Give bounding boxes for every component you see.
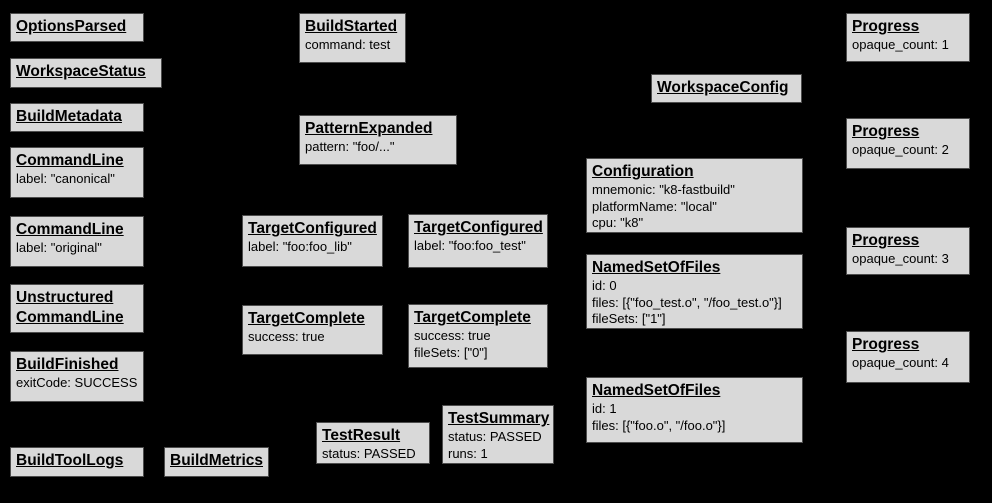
box-title: Progress (852, 18, 920, 35)
box-title: Progress (852, 232, 920, 249)
event-box-build-metadata: BuildMetadata (10, 103, 144, 132)
box-field: mnemonic: "k8-fastbuild" (592, 182, 735, 197)
event-box-options-parsed: OptionsParsed (10, 13, 144, 42)
box-title: Configuration (592, 163, 694, 180)
box-title: WorkspaceConfig (657, 79, 789, 96)
box-field: files: [{"foo.o", "/foo.o"}] (592, 417, 726, 433)
box-title: BuildStarted (305, 18, 398, 35)
event-box-target-configured-test: TargetConfigured label: "foo:foo_test" (408, 214, 548, 268)
event-box-build-started: BuildStarted command: test (299, 13, 406, 63)
box-title: BuildFinished (16, 356, 119, 373)
box-title: NamedSetOfFiles (592, 259, 721, 276)
box-field: runs: 1 (448, 445, 488, 461)
box-field: label: "foo:foo_lib" (248, 239, 352, 254)
box-title: Progress (852, 336, 920, 353)
box-title: Progress (852, 123, 920, 140)
box-title: WorkspaceStatus (16, 63, 146, 80)
event-box-build-finished: BuildFinished exitCode: SUCCESS (10, 351, 144, 402)
box-field: label: "original" (16, 240, 102, 255)
box-title: CommandLine (16, 221, 124, 238)
box-field: success: true (414, 328, 491, 343)
box-field: id: 1 (592, 401, 617, 416)
event-box-pattern-expanded: PatternExpanded pattern: "foo/..." (299, 115, 457, 165)
event-box-command-line-original: CommandLine label: "original" (10, 216, 144, 267)
box-title: BuildMetadata (16, 108, 122, 125)
box-field: status: PASSED (322, 446, 416, 461)
box-field: opaque_count: 3 (852, 251, 949, 266)
box-field: exitCode: SUCCESS (16, 375, 138, 390)
event-box-build-metrics: BuildMetrics (164, 447, 269, 477)
box-title: TargetComplete (248, 310, 365, 327)
box-title: OptionsParsed (16, 18, 127, 35)
box-title: TargetConfigured (248, 220, 377, 237)
event-box-target-complete-test: TargetComplete success: true fileSets: [… (408, 304, 548, 368)
box-title: TargetConfigured (414, 219, 543, 236)
box-field: command: test (305, 37, 391, 52)
event-box-named-set-of-files-0: NamedSetOfFiles id: 0 files: [{"foo_test… (586, 254, 803, 329)
event-box-configuration: Configuration mnemonic: "k8-fastbuild" p… (586, 158, 803, 233)
event-box-test-summary: TestSummary status: PASSED runs: 1 (442, 405, 554, 464)
box-title: Unstructured CommandLine (16, 289, 124, 326)
box-field: fileSets: ["1"] (592, 311, 666, 326)
box-field: cpu: "k8" (592, 215, 644, 230)
box-title: TargetComplete (414, 309, 531, 326)
box-title: CommandLine (16, 152, 124, 169)
box-field: platformName: "local" (592, 198, 717, 214)
box-field: opaque_count: 2 (852, 142, 949, 157)
box-title: NamedSetOfFiles (592, 382, 721, 399)
box-field: status: PASSED (448, 429, 542, 444)
box-field: pattern: "foo/..." (305, 139, 395, 154)
box-field: opaque_count: 4 (852, 355, 949, 370)
event-box-unstructured-command-line: Unstructured CommandLine (10, 284, 144, 333)
box-title: BuildMetrics (170, 452, 264, 469)
event-box-progress-4: Progress opaque_count: 4 (846, 331, 970, 383)
event-box-target-configured-lib: TargetConfigured label: "foo:foo_lib" (242, 215, 383, 267)
event-box-build-tool-logs: BuildToolLogs (10, 447, 144, 477)
box-field: files: [{"foo_test.o", "/foo_test.o"}] (592, 294, 782, 310)
event-box-progress-3: Progress opaque_count: 3 (846, 227, 970, 275)
event-box-workspace-config: WorkspaceConfig (651, 74, 802, 103)
box-field: fileSets: ["0"] (414, 344, 488, 360)
box-field: label: "foo:foo_test" (414, 238, 526, 253)
event-box-command-line-canonical: CommandLine label: "canonical" (10, 147, 144, 198)
event-box-workspace-status: WorkspaceStatus (10, 58, 162, 88)
box-field: success: true (248, 329, 325, 344)
event-box-named-set-of-files-1: NamedSetOfFiles id: 1 files: [{"foo.o", … (586, 377, 803, 443)
event-box-target-complete-lib: TargetComplete success: true (242, 305, 383, 355)
event-box-progress-1: Progress opaque_count: 1 (846, 13, 970, 62)
box-field: opaque_count: 1 (852, 37, 949, 52)
box-title: BuildToolLogs (16, 452, 124, 469)
box-title: TestSummary (448, 410, 550, 427)
box-title: TestResult (322, 427, 401, 444)
event-box-test-result: TestResult status: PASSED (316, 422, 430, 464)
event-box-progress-2: Progress opaque_count: 2 (846, 118, 970, 169)
box-field: label: "canonical" (16, 171, 115, 186)
box-title: PatternExpanded (305, 120, 433, 137)
box-field: id: 0 (592, 278, 617, 293)
